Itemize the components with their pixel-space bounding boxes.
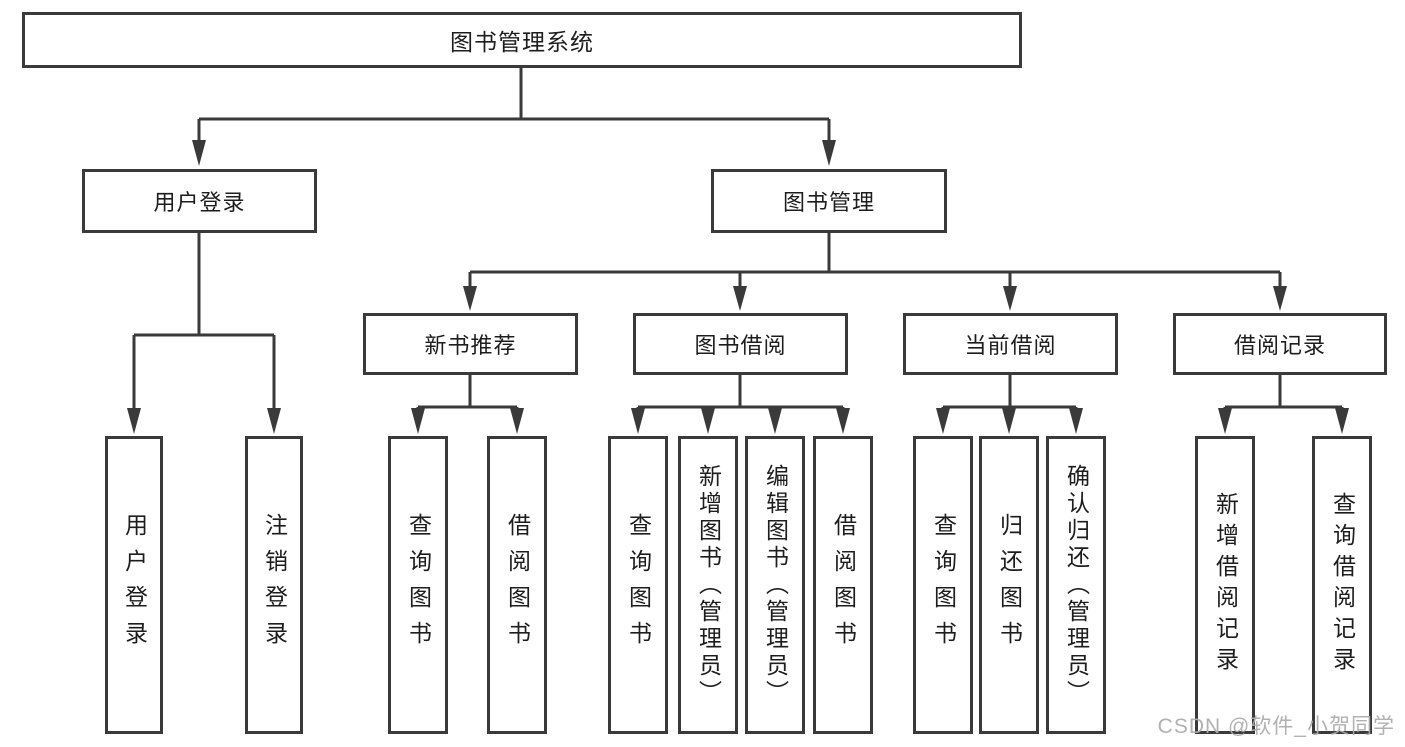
node-borrowing-records: 借阅记录	[1173, 313, 1387, 375]
leaf-query-books-recommend: 查询图书	[388, 436, 448, 734]
node-current-borrowing: 当前借阅	[903, 313, 1118, 375]
leaf-borrow-books-recommend: 借阅图书	[487, 436, 547, 734]
leaf-logout: 注销登录	[245, 436, 303, 734]
leaf-confirm-return-admin: 确认归还（管理员）	[1046, 436, 1106, 734]
node-library-management-system: 图书管理系统	[22, 12, 1022, 68]
leaf-edit-book-admin: 编辑图书（管理员）	[745, 436, 805, 734]
leaf-query-borrow-record: 查询借阅记录	[1312, 436, 1372, 734]
node-book-management: 图书管理	[711, 169, 947, 233]
leaf-query-books-current: 查询图书	[913, 436, 973, 734]
csdn-watermark: CSDN @软件_小贺同学	[1157, 715, 1395, 738]
leaf-add-book-admin: 新增图书（管理员）	[678, 436, 738, 734]
node-user-login: 用户登录	[82, 169, 317, 233]
node-book-borrowing: 图书借阅	[633, 313, 848, 375]
leaf-query-books-borrow: 查询图书	[608, 436, 668, 734]
leaf-return-book: 归还图书	[979, 436, 1039, 734]
connector-arrows	[127, 140, 1349, 434]
leaf-borrow-books: 借阅图书	[813, 436, 873, 734]
leaf-user-login: 用户登录	[105, 436, 163, 734]
node-new-book-recommendation: 新书推荐	[363, 313, 578, 375]
leaf-add-borrow-record: 新增借阅记录	[1195, 436, 1255, 734]
